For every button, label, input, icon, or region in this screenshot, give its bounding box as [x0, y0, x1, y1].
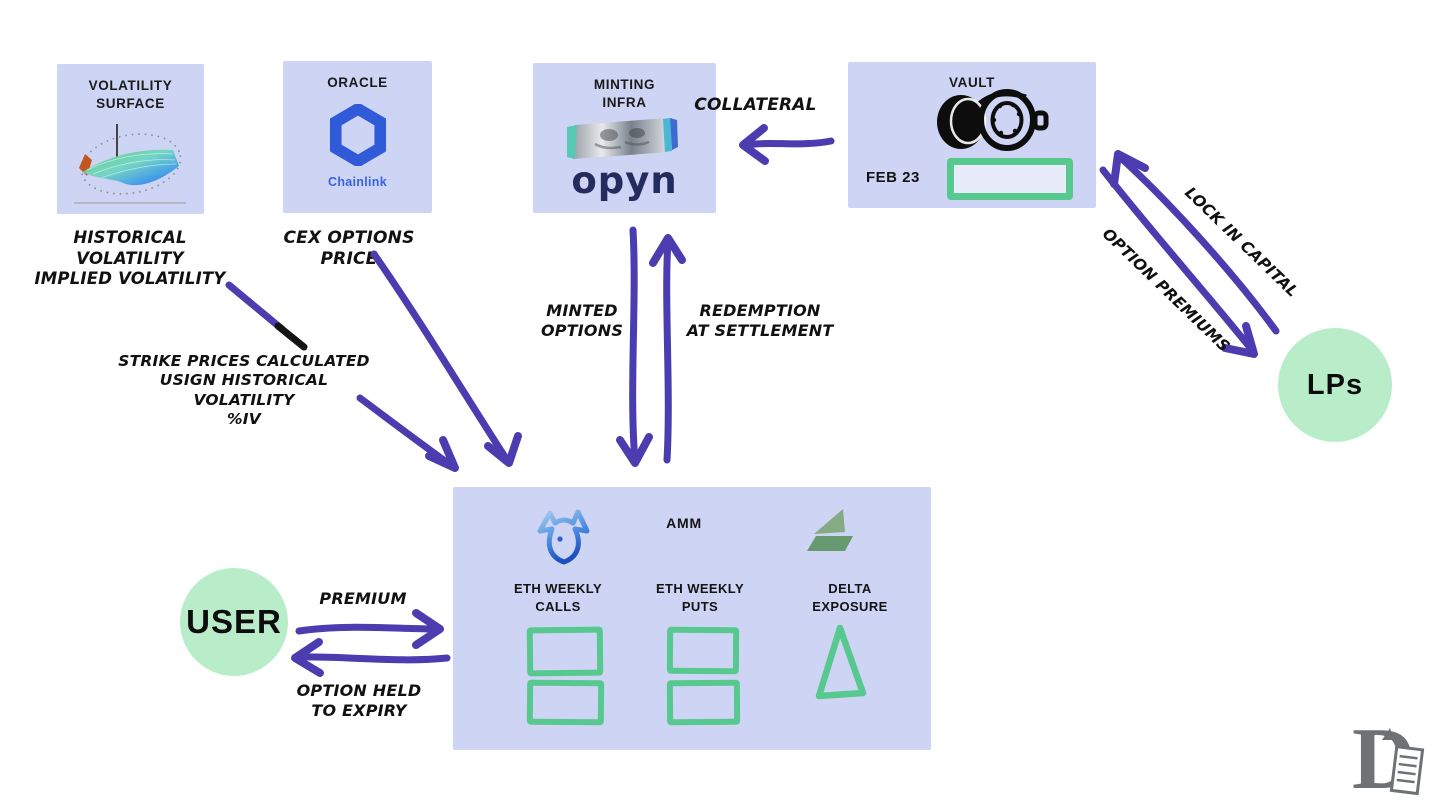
safe-icon: [937, 89, 1049, 151]
calls-slot-1: [526, 626, 604, 677]
redemption-edge-label: REDEMPTION AT SETTLEMENT: [686, 301, 834, 340]
redemption-arrow: [649, 234, 686, 464]
oracle-box: ORACLE Chainlink: [283, 61, 432, 213]
opyn-wordmark: opyn: [571, 159, 678, 203]
volatility-surface-title: VOLATILITY SURFACE: [88, 78, 173, 111]
vault-position-slot: [947, 158, 1073, 200]
volatility-connector-stroke: [225, 281, 308, 351]
vault-title: VAULT: [949, 75, 995, 90]
lps-node: LPs: [1278, 328, 1392, 442]
premium-edge-label: PREMIUM: [319, 589, 407, 608]
option-held-edge-label: OPTION HELD TO EXPIRY: [296, 681, 422, 720]
surface-plot-icon: [73, 124, 186, 204]
minted-options-edge-label: MINTED OPTIONS: [540, 301, 624, 340]
oracle-caption: CEX OPTIONS PRICE: [283, 228, 415, 270]
minting-infra-box: MINTING INFRA opyn: [533, 63, 716, 213]
calls-slot-2: [526, 679, 605, 726]
collateral-arrow: [739, 124, 835, 165]
vault-box: VAULT FEB 23: [848, 62, 1096, 208]
option-held-arrow: [291, 638, 451, 677]
puts-slot-1: [666, 626, 740, 675]
strike-note: STRIKE PRICES CALCULATED USIGN HISTORICA…: [118, 352, 370, 429]
chainlink-icon: [329, 103, 386, 166]
premium-arrow: [295, 609, 444, 649]
vault-expiry-label: FEB 23: [866, 169, 920, 186]
collateral-edge-label: COLLATERAL: [694, 95, 817, 115]
delta-triangle-icon: [815, 624, 867, 700]
lock-in-capital-edge-label: LOCK IN CAPITAL: [1181, 183, 1302, 301]
oracle-title: ORACLE: [327, 75, 388, 90]
volatility-caption: HISTORICAL VOLATILITY IMPLIED VOLATILITY: [34, 228, 226, 289]
chainlink-wordmark: Chainlink: [328, 174, 387, 189]
folded-mark-icon: [807, 509, 853, 551]
document-monogram-icon: D: [1352, 712, 1425, 804]
minting-infra-title: MINTING INFRA: [593, 77, 656, 110]
user-node: USER: [180, 568, 288, 676]
oracle-to-amm-arrow: [370, 250, 522, 467]
opyn-banner-icon: [566, 118, 678, 160]
bull-icon: [537, 509, 590, 565]
amm-title: AMM: [666, 515, 702, 531]
minted-options-arrow: [616, 226, 653, 467]
puts-slot-2: [666, 679, 741, 726]
volatility-surface-box: VOLATILITY SURFACE: [57, 64, 204, 214]
